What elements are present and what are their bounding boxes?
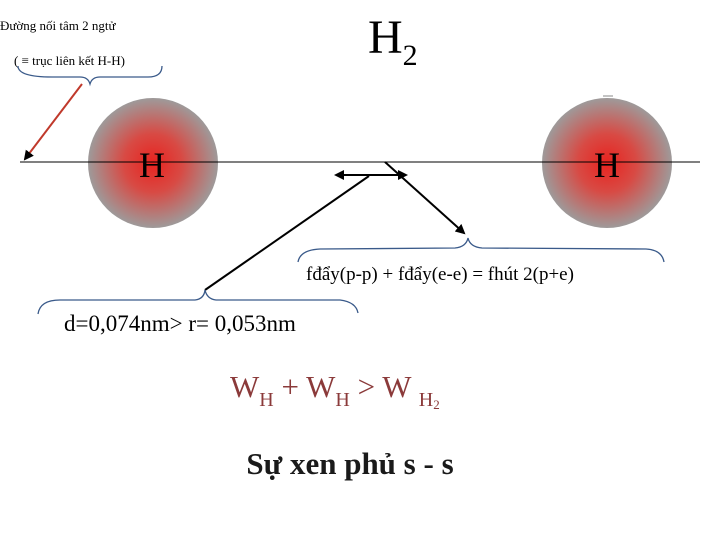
axis-note-line2: ( ≡ trục liên kết H-H) <box>14 53 125 69</box>
atom-label-left: H <box>139 147 165 183</box>
molecule-title: H2 <box>368 14 418 71</box>
atom-label-right: H <box>594 147 620 183</box>
bond-distance: d=0,074nm> r= 0,053nm <box>64 311 296 337</box>
force-arrow <box>385 162 464 233</box>
equation-brace <box>298 238 664 262</box>
force-equation: fđẩy(p-p) + fđẩy(e-e) = fhút 2(p+e) <box>306 264 574 286</box>
overlap-title: Sự xen phủ s - s <box>240 442 460 486</box>
note-arrow <box>25 84 82 159</box>
energy-comparison: WH + WH > W H2 <box>230 369 440 413</box>
axis-note-line1: Đường nối tâm 2 ngtử <box>0 18 116 34</box>
